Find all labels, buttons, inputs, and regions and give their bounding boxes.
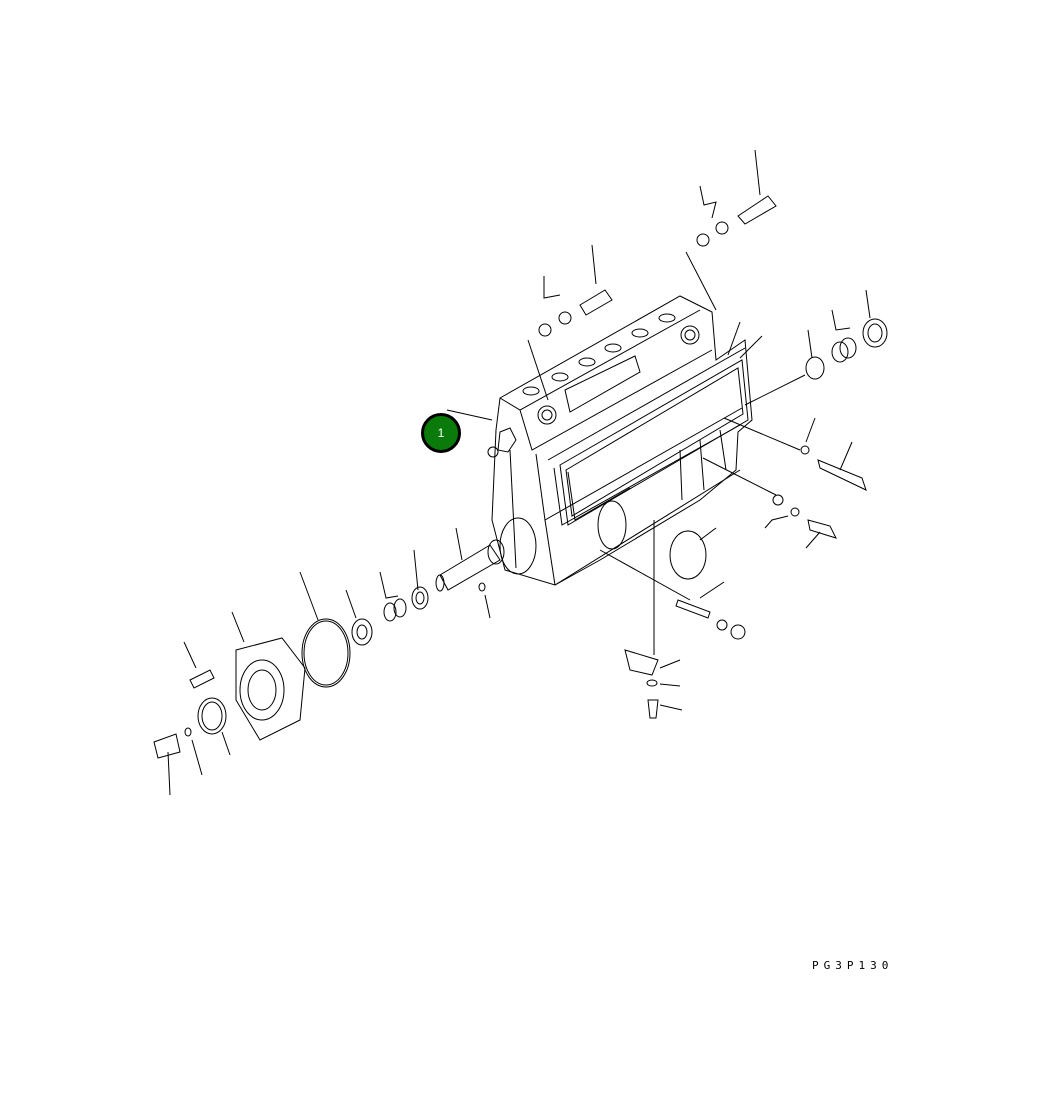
bottom-bracket <box>624 649 659 719</box>
figure-code: PG3P130 <box>812 959 894 972</box>
drive-shaft <box>435 539 505 592</box>
callout-number: 1 <box>437 426 445 440</box>
leader-lines <box>167 149 871 796</box>
side-cover <box>559 359 749 526</box>
pump-housing <box>487 295 753 586</box>
right-fittings <box>669 318 888 640</box>
top-fittings <box>538 195 777 337</box>
callout-1[interactable]: 1 <box>421 413 461 453</box>
drive-flange <box>153 637 306 759</box>
shaft-seals <box>301 586 429 688</box>
